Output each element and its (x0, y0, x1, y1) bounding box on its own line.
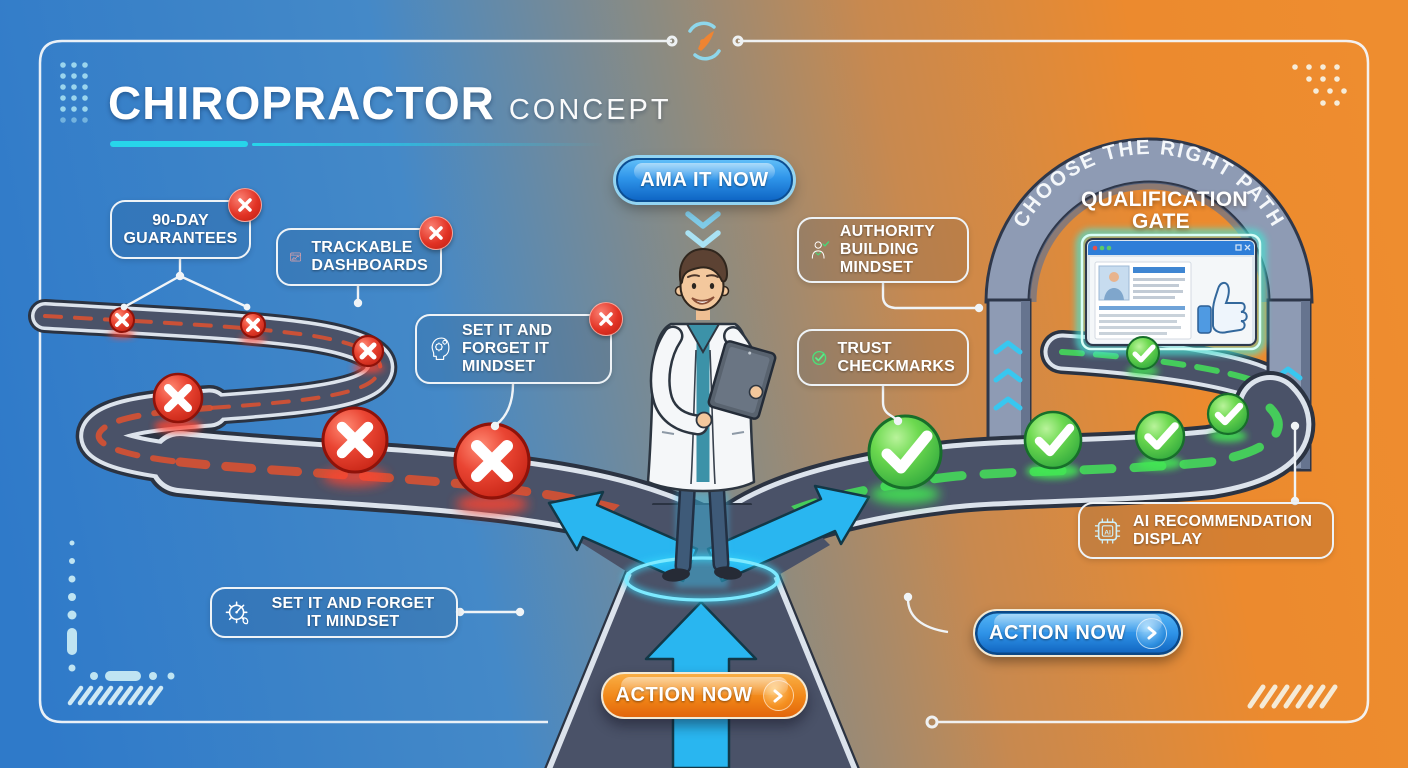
red-x-marker (453, 422, 531, 514)
green-check-marker (867, 414, 943, 504)
callout-authority-building: AUTHORITY BUILDING MINDSET (797, 217, 969, 283)
callout-set-forget-mindset: SET IT AND FORGET IT MINDSET (415, 302, 623, 384)
callout-trackable-dashboards: TRACKABLE DASHBOARDS (276, 216, 453, 286)
gate-browser-display (1076, 229, 1266, 355)
callout-label: TRUST CHECKMARKS (837, 339, 956, 375)
callout-trust-checkmarks: TRUST CHECKMARKS (797, 329, 969, 386)
dot-grid-top-right (1292, 64, 1347, 106)
button-label: ACTION NOW (615, 684, 753, 706)
right-path-markers (867, 336, 1250, 504)
callout-90-day-guarantees: 90-DAY GUARANTEES (110, 188, 262, 259)
head-gears-icon (431, 337, 450, 361)
dot-grid-top-left (60, 62, 88, 123)
callout-label: SET IT AND FORGET IT MINDSET (462, 322, 553, 375)
red-x-marker (109, 307, 135, 338)
frame-border (38, 35, 1370, 729)
callout-label: 90-DAY GUARANTEES (123, 211, 238, 247)
page-title: CHIROPRACTOR (108, 77, 495, 129)
callout-set-forget-footer: SET IT AND FORGET IT MINDSET (210, 587, 458, 638)
thumbs-up-icon (1197, 281, 1248, 334)
page-subtitle: CONCEPT (508, 94, 672, 126)
page-header: CHIROPRACTOR CONCEPT (108, 76, 672, 130)
character-glow-ring (622, 554, 782, 604)
callout-ai-recommendation: AI AI RECOMMENDATION DISPLAY (1078, 502, 1334, 559)
callout-label: SET IT AND FORGET IT MINDSET (271, 594, 435, 630)
red-x-icon (228, 188, 262, 222)
red-x-marker (321, 406, 389, 486)
title-underline (110, 141, 248, 147)
button-label: AMA IT NOW (640, 168, 769, 191)
doctor-character (646, 247, 777, 582)
green-check-marker (1206, 392, 1250, 442)
red-x-icon (419, 216, 453, 250)
chevron-right-icon (762, 680, 794, 711)
action-now-button-right[interactable]: ACTION NOW (973, 609, 1183, 657)
wrong-path-markers (109, 307, 531, 514)
ama-it-now-button[interactable]: AMA IT NOW (616, 158, 793, 202)
green-check-marker (1126, 336, 1160, 376)
red-x-icon (589, 302, 623, 336)
red-x-marker (152, 372, 204, 433)
chart-window-icon (290, 252, 302, 262)
callout-label: AUTHORITY BUILDING MINDSET (839, 223, 935, 276)
green-check-marker (1023, 410, 1083, 479)
action-now-button-bottom[interactable]: ACTION NOW (601, 672, 808, 719)
decor-bottom-left (67, 540, 175, 706)
callout-label: TRACKABLE DASHBOARDS (311, 239, 428, 274)
button-label: ACTION NOW (988, 621, 1127, 644)
callout-label: AI RECOMMENDATION DISPLAY (1133, 512, 1313, 548)
qualification-gate-label: QUALIFICATION GATE (1081, 188, 1248, 234)
red-x-marker (240, 312, 266, 343)
red-x-marker (351, 334, 385, 373)
hatch-bottom-right (1247, 684, 1338, 709)
title-underline-fade (252, 143, 604, 146)
chevron-right-icon (1136, 617, 1168, 649)
circle-check-icon (812, 350, 827, 365)
brand-icon (688, 21, 721, 61)
person-check-icon (811, 241, 830, 259)
svg-text:AI: AI (1104, 529, 1111, 536)
ai-chip-icon: AI (1094, 517, 1121, 544)
gear-clock-icon (225, 600, 249, 624)
green-check-marker (1134, 410, 1186, 470)
chevrons-down-icon (685, 211, 721, 248)
